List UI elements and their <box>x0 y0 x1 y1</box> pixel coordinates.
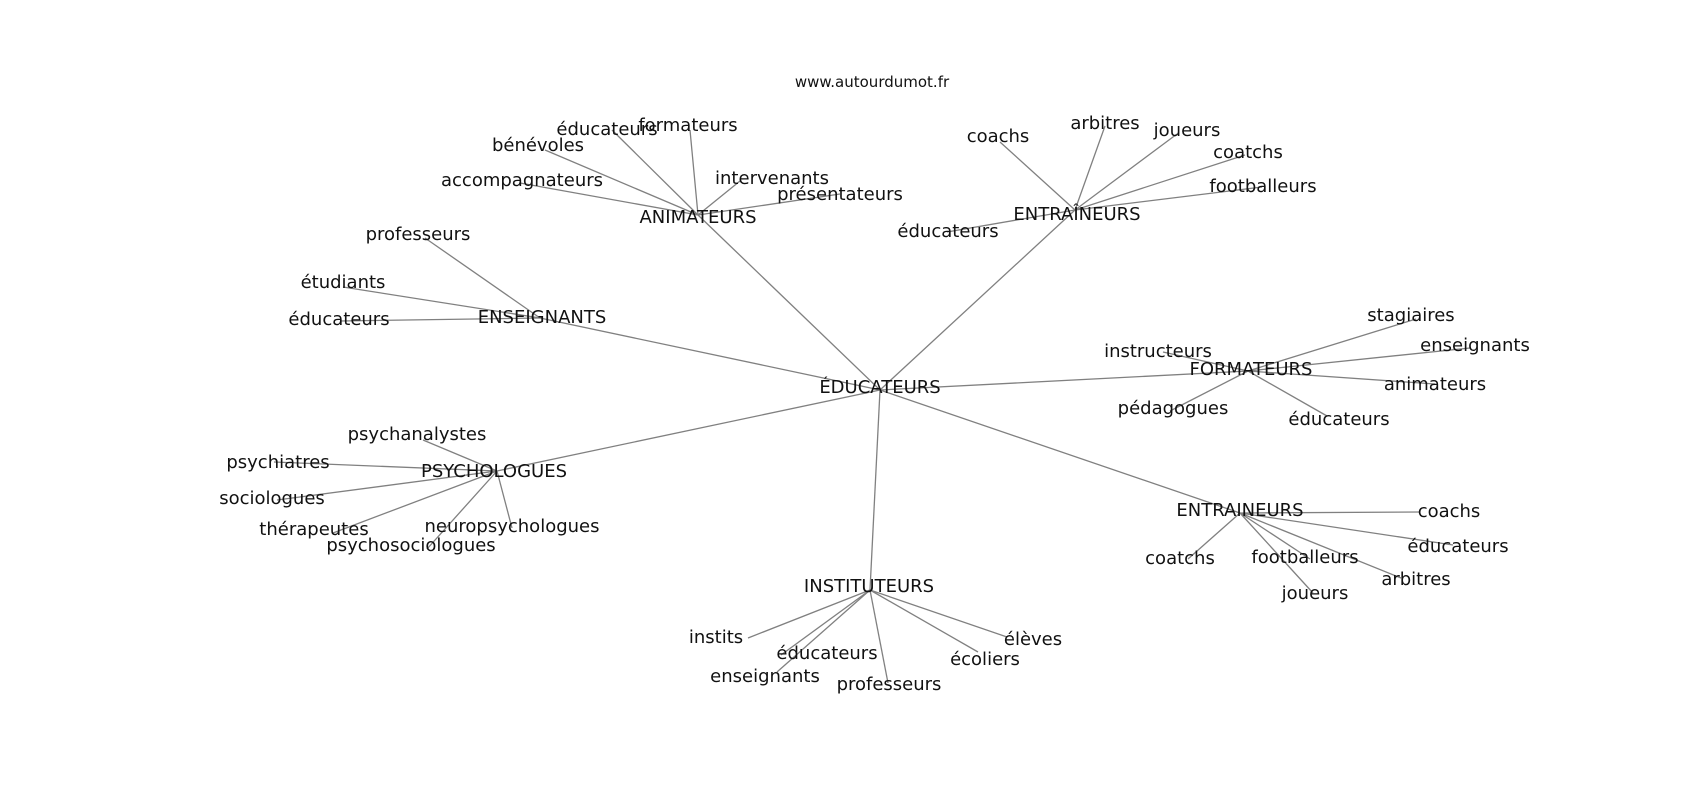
leaf-node[interactable]: coatchs <box>1145 548 1215 569</box>
leaf-node[interactable]: arbitres <box>1381 569 1451 590</box>
edge-hub-leaf <box>1074 154 1246 211</box>
leaf-node[interactable]: enseignants <box>710 666 820 687</box>
edge-hub-leaf <box>426 470 498 550</box>
edge-hub-leaf <box>689 129 699 216</box>
leaf-node[interactable]: éducateurs <box>776 643 878 664</box>
edge-center-hub <box>869 389 881 591</box>
leaf-node[interactable]: neuropsychologues <box>424 516 600 537</box>
edge-hub-leaf <box>342 286 541 319</box>
leaf-node[interactable]: psychosociologues <box>326 535 496 556</box>
edge-hub-leaf <box>697 180 741 216</box>
edge-hub-leaf <box>1247 370 1436 385</box>
leaf-node[interactable]: animateurs <box>1383 374 1487 395</box>
hub-node[interactable]: ENSEIGNANTS <box>477 307 607 328</box>
leaf-node[interactable]: éducateurs <box>1407 536 1509 557</box>
leaf-node[interactable]: éducateurs <box>556 119 658 140</box>
leaf-node[interactable]: joueurs <box>1153 120 1221 141</box>
leaf-node[interactable]: footballeurs <box>1251 547 1359 568</box>
leaf-node[interactable]: intervenants <box>715 168 829 189</box>
hub-node[interactable]: ENTRAINEURS <box>1176 500 1304 521</box>
leaf-node[interactable]: présentateurs <box>777 184 903 205</box>
edge-hub-leaf <box>339 317 541 322</box>
site-watermark: www.autourdumot.fr <box>794 73 950 91</box>
center-node[interactable]: ÉDUCATEURS <box>819 377 941 398</box>
leaf-node[interactable]: instructeurs <box>1104 341 1212 362</box>
edge-hub-leaf <box>332 470 498 534</box>
edge-hub-leaf <box>422 439 498 472</box>
leaf-node[interactable]: psychiatres <box>226 452 330 473</box>
leaf-node[interactable]: écoliers <box>950 649 1020 670</box>
leaf-node[interactable]: footballeurs <box>1209 176 1317 197</box>
leaf-node[interactable]: éducateurs <box>288 309 390 330</box>
leaf-node[interactable]: éducateurs <box>1288 409 1390 430</box>
leaf-node[interactable]: élèves <box>1003 629 1063 650</box>
edge-hub-leaf <box>273 461 498 472</box>
leaf-node[interactable]: coachs <box>1417 501 1481 522</box>
edge-hub-leaf <box>1239 512 1311 560</box>
leaf-node[interactable]: coatchs <box>1213 142 1283 163</box>
leaf-node[interactable]: joueurs <box>1281 583 1349 604</box>
hub-node[interactable]: PSYCHOLOGUES <box>420 461 568 482</box>
edge-hub-leaf <box>1239 512 1314 594</box>
edge-hub-leaf <box>780 589 871 656</box>
edge-hub-leaf <box>1074 186 1263 211</box>
edge-hub-leaf <box>496 470 513 529</box>
hub-node[interactable]: INSTITUTEURS <box>803 576 935 597</box>
edge-center-hub <box>697 214 881 391</box>
leaf-node[interactable]: formateurs <box>638 115 738 136</box>
leaf-node[interactable]: enseignants <box>1420 335 1530 356</box>
leaf-node[interactable]: professeurs <box>365 224 471 245</box>
edge-hub-leaf <box>869 589 889 684</box>
edge-hub-leaf <box>276 470 498 501</box>
edge-hub-leaf <box>611 129 699 216</box>
edge-hub-leaf <box>946 209 1076 233</box>
edge-hub-leaf <box>519 182 699 216</box>
edge-hub-leaf <box>1247 318 1417 372</box>
leaf-node[interactable]: coachs <box>966 126 1030 147</box>
edge-hub-leaf <box>1239 511 1421 514</box>
leaf-node[interactable]: professeurs <box>836 674 942 695</box>
edge-hub-leaf <box>776 589 871 673</box>
hub-node[interactable]: ANIMATEURS <box>639 207 757 228</box>
edge-center-hub <box>879 209 1076 391</box>
leaf-node[interactable]: thérapeutes <box>259 519 369 540</box>
hub-node[interactable]: ENTRAÎNEURS <box>1013 204 1141 225</box>
edge-hub-leaf <box>1239 512 1402 579</box>
leaf-node[interactable]: instits <box>688 627 744 648</box>
edge-center-hub <box>879 389 1241 514</box>
leaf-node[interactable]: éducateurs <box>897 221 999 242</box>
edge-hub-leaf <box>697 193 841 216</box>
leaf-node[interactable]: pédagogues <box>1117 398 1229 419</box>
edge-hub-leaf <box>1169 370 1249 412</box>
edge-hub-leaf <box>544 149 699 216</box>
edge-center-hub <box>496 389 881 472</box>
edge-hub-leaf <box>1247 370 1328 417</box>
edge-hub-leaf <box>869 589 979 653</box>
leaf-node[interactable]: arbitres <box>1070 113 1140 134</box>
edge-hub-leaf <box>1074 133 1178 211</box>
edge-hub-leaf <box>1074 125 1106 211</box>
leaf-node[interactable]: sociologues <box>219 488 325 509</box>
hub-node[interactable]: FORMATEURS <box>1189 359 1313 380</box>
edge-hub-leaf <box>1247 347 1471 372</box>
leaf-node[interactable]: bénévoles <box>491 135 585 156</box>
edge-hub-leaf <box>999 141 1076 211</box>
edge-center-hub <box>539 317 881 391</box>
leaf-node[interactable]: stagiaires <box>1367 305 1455 326</box>
leaf-node[interactable]: étudiants <box>300 272 386 293</box>
edge-hub-leaf <box>1187 512 1241 560</box>
edge-center-hub <box>879 370 1249 391</box>
leaf-node[interactable]: accompagnateurs <box>440 170 604 191</box>
edge-hub-leaf <box>1162 351 1249 372</box>
edge-hub-leaf <box>424 237 541 319</box>
leaf-node[interactable]: psychanalystes <box>347 424 487 445</box>
edge-hub-leaf <box>869 589 1008 638</box>
edge-hub-leaf <box>1239 512 1454 546</box>
edge-hub-leaf <box>747 589 871 639</box>
